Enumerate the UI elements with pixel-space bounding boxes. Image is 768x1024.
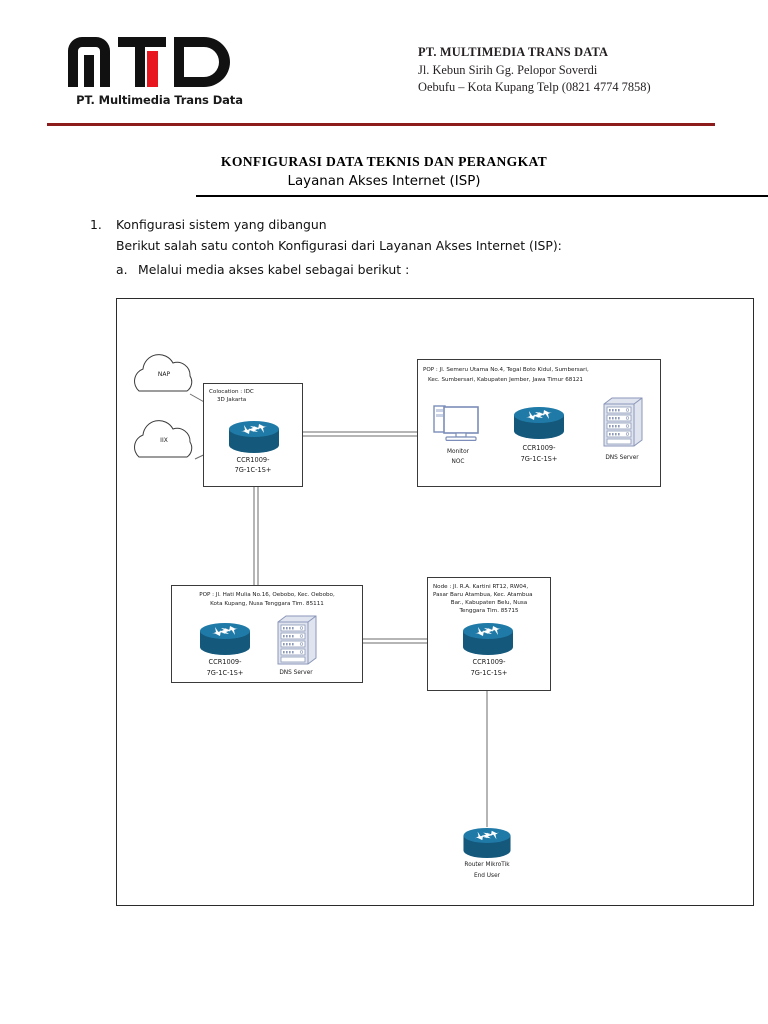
router-icon [229,421,279,453]
cloud-nap-icon [134,354,193,392]
letterhead: PT. Multimedia Trans Data PT. MULTIMEDIA… [0,0,768,130]
idc-box: Colocation : IDC 3D Jakarta CCR1009- 7G-… [203,383,303,487]
router-icon [514,407,564,439]
letterhead-divider [47,123,715,126]
page-title: KONFIGURASI DATA TEKNIS DAN PERANGKAT La… [0,154,768,189]
pop-kupang-label-line-1: POP : Jl. Hati Mulia No.16, Oebobo, Kec.… [199,592,335,598]
company-address-block: PT. MULTIMEDIA TRANS DATA Jl. Kebun Siri… [418,44,651,97]
sub-list-item: a. Melalui media akses kabel sebagai ber… [116,259,690,280]
idc-router-caption-line-1: CCR1009- [236,456,270,464]
pop-jember-router-caption-line-1: CCR1009- [522,444,556,452]
pop-jember-box: POP : Jl. Semeru Utama No.4, Tegal Boto … [417,359,661,487]
monitor-caption-line-1: Monitor [446,449,470,455]
idc-box-label-line-2: 3D Jakarta [217,397,247,403]
company-name: PT. MULTIMEDIA TRANS DATA [418,45,609,59]
logo-tagline: PT. Multimedia Trans Data [76,93,243,107]
page-title-sub: Layanan Akses Internet (ISP) [287,174,481,189]
mtd-logo-mark [68,37,230,87]
end-user-caption-line-1: Router MikroTik [464,862,510,868]
list-item-description-text: Berikut salah satu contoh Konfigurasi da… [116,238,562,253]
pop-jember-label-line-1: POP : Jl. Semeru Utama No.4, Tegal Boto … [423,367,589,373]
router-icon [200,623,250,655]
page-title-main: KONFIGURASI DATA TEKNIS DAN PERANGKAT [220,154,548,169]
pop-kupang-label-line-2: Kota Kupang, Nusa Tenggara Tim. 85111 [210,601,324,607]
pop-kupang-box: POP : Jl. Hati Mulia No.16, Oebobo, Kec.… [171,585,363,683]
company-address-line-2: Oebufu – Kota Kupang Telp (0821 4774 785… [418,80,651,94]
dns-server-icon [603,397,643,447]
title-divider [196,195,768,197]
monitor-caption-line-2: NOC [451,459,465,465]
pop-jember-dns-caption: DNS Server [605,455,639,461]
company-logo: PT. Multimedia Trans Data [62,33,257,115]
pop-kupang-dns-caption: DNS Server [279,670,313,676]
idc-box-label-line-1: Colocation : IDC [209,389,254,395]
node-atambua-label-line-2: Pasar Baru Atambua, Kec. Atambua [433,592,533,598]
sub-list-marker: a. [116,262,128,277]
cloud-nap-label: NAP [157,371,171,378]
pop-jember-label-line-2: Kec. Sumbersari, Kabupaten Jember, Jawa … [428,377,583,383]
monitor-icon [433,405,479,442]
sub-list-item-label: Melalui media akses kabel sebagai beriku… [138,262,410,277]
node-atambua-router-caption-line-2: 7G-1C-1S+ [470,669,508,677]
end-user-caption-line-2: End User [473,873,501,879]
end-user-node [459,827,515,873]
node-atambua-label-line-4: Tenggara Tim. 85715 [459,608,519,614]
node-atambua-router-caption-line-1: CCR1009- [472,658,506,666]
router-icon [463,623,513,655]
router-icon [463,827,511,859]
pop-kupang-router-caption-line-1: CCR1009- [208,658,242,666]
node-atambua-box: Node : Jl. R.A. Kartini RT12, RW04, Pasa… [427,577,551,691]
pop-jember-router-caption-line-2: 7G-1C-1S+ [520,455,558,463]
cloud-iix-label: IIX [160,437,168,444]
cloud-iix-icon [134,420,193,458]
body-content: 1. Konfigurasi sistem yang dibangun Beri… [90,214,690,280]
network-diagram: NAP IIX Colocation : IDC 3D Jakarta CCR1… [116,298,754,906]
node-atambua-label-line-3: Bar., Kabupaten Belu, Nusa [450,600,528,606]
dns-server-icon [277,615,317,665]
list-marker: 1. [90,217,102,232]
list-item: 1. Konfigurasi sistem yang dibangun [90,214,690,235]
list-item-description: Berikut salah satu contoh Konfigurasi da… [90,235,690,256]
company-address-line-1: Jl. Kebun Sirih Gg. Pelopor Soverdi [418,62,598,77]
pop-kupang-router-caption-line-2: 7G-1C-1S+ [206,669,244,677]
list-item-label: Konfigurasi sistem yang dibangun [116,217,327,232]
node-atambua-label-line-1: Node : Jl. R.A. Kartini RT12, RW04, [433,584,529,590]
idc-router-caption-line-2: 7G-1C-1S+ [234,466,272,474]
